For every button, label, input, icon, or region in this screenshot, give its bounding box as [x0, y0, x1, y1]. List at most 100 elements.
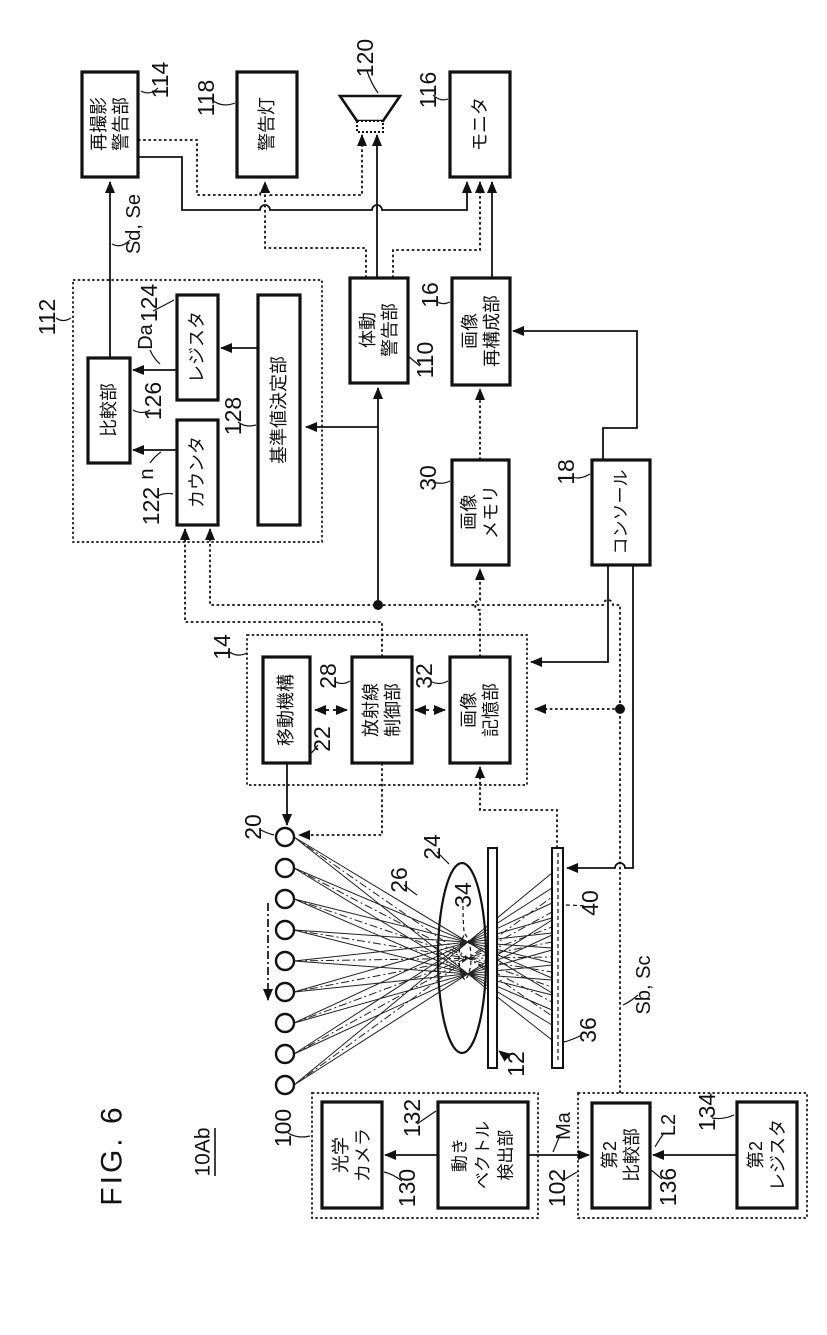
node-second-comparator: 第2 比較部 — [590, 1101, 652, 1210]
ref-116: 116 — [415, 72, 441, 109]
signal-sb-sc: Sb, Sc — [633, 956, 655, 1015]
node-image-storage: 画像 記憶部 — [448, 655, 512, 765]
wire-console-to-control-group — [530, 565, 609, 667]
node-counter: カウンタ — [175, 418, 220, 527]
table-plate-shape — [487, 847, 498, 1069]
radiation-source-icon — [274, 1043, 296, 1065]
junction-dots — [373, 600, 625, 714]
group-14-imaging-control — [246, 634, 528, 786]
node-warning-lamp: 警告灯 — [235, 70, 299, 179]
node-label: コンソール — [612, 470, 631, 555]
leader-20 — [258, 828, 275, 836]
leader-16 — [433, 299, 451, 305]
node-label: 基準値決定部 — [269, 356, 289, 464]
ref-18: 18 — [553, 459, 579, 485]
xray-beams — [293, 836, 553, 1086]
node-label: 体動 — [358, 312, 378, 348]
ref-30: 30 — [415, 465, 441, 491]
junction-dot — [615, 704, 625, 714]
ref-118: 118 — [193, 80, 219, 117]
leader-40 — [563, 904, 585, 907]
node-second-register: 第2 レジスタ — [735, 1100, 799, 1210]
leader-124 — [152, 299, 175, 312]
node-motion-vector-detector: 動き ベクトル 検出部 — [436, 1100, 530, 1210]
node-label: 比較部 — [99, 383, 119, 437]
wire-detector-to-image-storage — [475, 766, 558, 848]
ref-32: 32 — [411, 663, 437, 689]
ref-102: 102 — [544, 1169, 570, 1207]
leader-da — [149, 349, 161, 365]
leader-14 — [227, 650, 248, 656]
signal-ma: Ma — [553, 1111, 575, 1140]
ref-40: 40 — [577, 890, 603, 916]
node-label: 光学 — [331, 1137, 351, 1173]
node-label: 記憶部 — [481, 683, 501, 737]
node-label: メモリ — [481, 485, 501, 539]
ref-134: 134 — [694, 1093, 720, 1132]
node-label: ベクトル — [474, 1121, 493, 1189]
leader-116 — [432, 94, 449, 101]
ref-14: 14 — [209, 634, 235, 660]
leader-126 — [132, 409, 151, 414]
reference-labels: 114 118 120 116 112 124 126 122 128 110 … — [34, 39, 720, 1207]
radiation-source-icon — [274, 919, 296, 941]
node-reshoot-warning: 再撮影 警告部 — [80, 70, 140, 179]
node-image-memory: 画像 メモリ — [450, 458, 511, 567]
node-label: 画像 — [460, 313, 480, 349]
node-label: 移動機構 — [276, 674, 296, 746]
figure-titles: FIG. 6 10Ab — [96, 1104, 216, 1206]
node-label: カメラ — [353, 1128, 373, 1182]
leader-12 — [498, 1050, 511, 1062]
leader-n — [149, 451, 162, 464]
leader-34 — [462, 905, 465, 933]
node-optical-camera: 光学 カメラ — [320, 1100, 384, 1210]
leader-110 — [407, 355, 421, 367]
node-label: 制御部 — [383, 683, 403, 737]
ref-100: 100 — [270, 1109, 296, 1147]
beam-geometry — [274, 826, 564, 1096]
ref-20: 20 — [240, 814, 266, 840]
radiation-source-icon — [274, 857, 296, 879]
wire-body-motion-to-lamp — [260, 181, 367, 278]
wire-radiation-control-to-source — [298, 763, 383, 840]
node-label: 再構成部 — [482, 295, 502, 367]
signal-n: n — [136, 468, 158, 479]
wire-reshoot-warning-to-monitor — [138, 156, 472, 211]
leader-118 — [211, 99, 236, 106]
function-boxes: 再撮影 警告部 警告灯 モニタ 比較部 レジスタ カウンタ 基準値決定部 — [80, 70, 799, 1210]
node-console: コンソール — [590, 458, 652, 567]
node-label: カウンタ — [187, 436, 207, 508]
leader-130 — [383, 1171, 403, 1182]
node-register: レジスタ — [175, 293, 220, 402]
signal-sd-se: Sd, Se — [123, 194, 145, 254]
wire-radiation-control-to-counter — [180, 528, 383, 657]
radiation-source-icon — [274, 826, 296, 848]
radiation-source-icon — [274, 1074, 296, 1096]
ref-112: 112 — [34, 299, 60, 336]
leader-136 — [650, 1169, 663, 1180]
node-label: 警告部 — [111, 97, 131, 151]
leader-32 — [429, 680, 449, 685]
node-body-motion-warning: 体動 警告部 — [348, 276, 410, 385]
leader-sb-sc — [622, 994, 639, 1006]
ref-128: 128 — [220, 397, 246, 435]
ref-136: 136 — [655, 1168, 681, 1206]
node-monitor: モニタ — [448, 70, 512, 179]
leader-28 — [333, 680, 351, 685]
leader-sd-se — [111, 239, 131, 247]
ref-132: 132 — [399, 1099, 425, 1137]
node-label: レジスタ — [187, 311, 207, 383]
leader-114 — [140, 87, 159, 94]
leader-ma — [552, 1134, 561, 1153]
ref-22: 22 — [309, 726, 335, 752]
signal-labels: Sd, Se Da n Sb, Sc Ma L2 — [123, 194, 680, 1140]
leader-l2 — [654, 1132, 665, 1148]
radiation-source-icon — [274, 981, 296, 1003]
leader-128 — [237, 421, 257, 427]
ref-36: 36 — [575, 1017, 601, 1043]
node-label: 検出部 — [497, 1130, 516, 1181]
leader-112 — [55, 317, 72, 322]
leader-120 — [366, 70, 379, 94]
ref-110: 110 — [412, 342, 438, 379]
